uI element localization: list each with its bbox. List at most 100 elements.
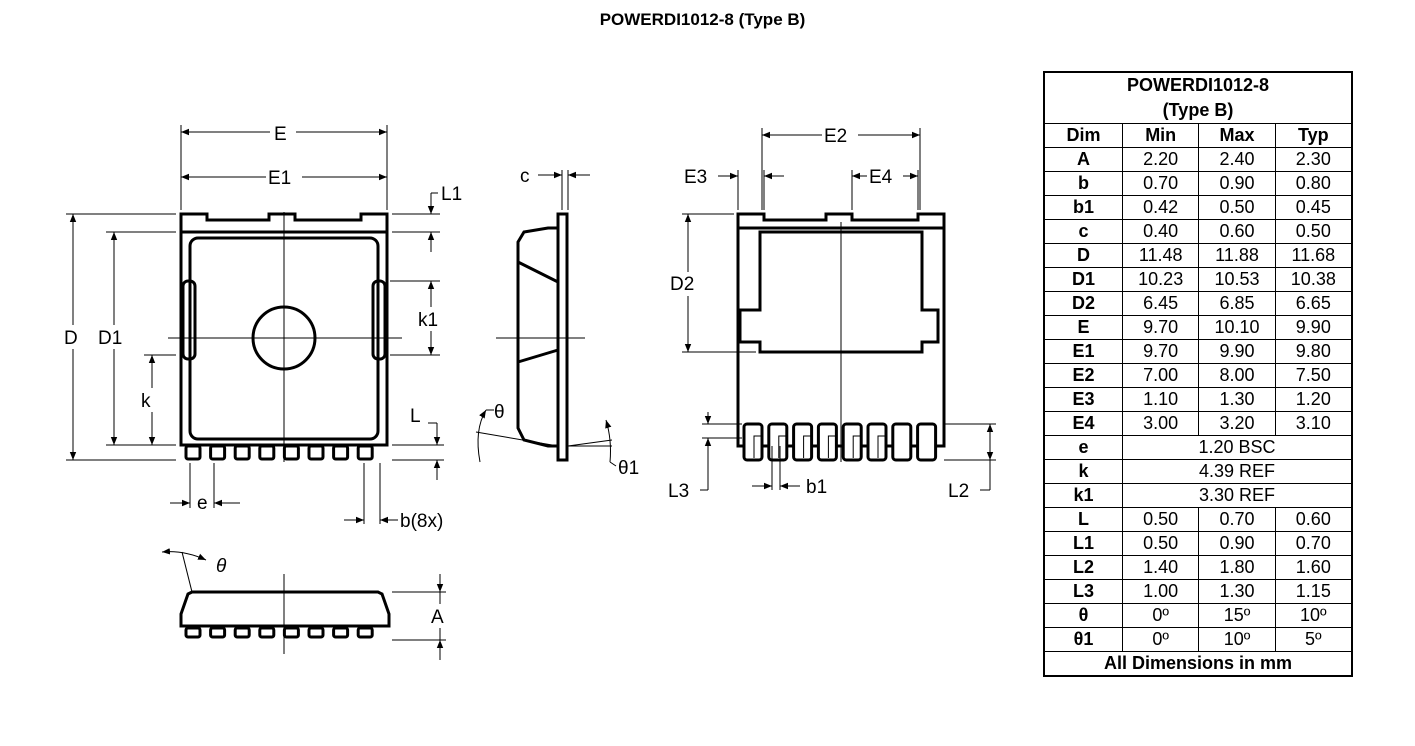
lead [816, 422, 838, 462]
table-cell: 0.70 [1198, 507, 1276, 532]
lead [332, 626, 350, 639]
label-L1: L1 [441, 184, 462, 205]
lead [841, 422, 863, 462]
table-cell: 0.40 [1122, 219, 1200, 244]
table-cell: 2.40 [1198, 147, 1276, 172]
lead [332, 444, 350, 461]
table-cell: 0º [1122, 603, 1200, 628]
table-cell: 0.50 [1122, 531, 1200, 556]
right-slot [371, 279, 387, 361]
lead [282, 626, 300, 639]
label-c: c [520, 166, 530, 187]
label-k: k [141, 391, 151, 412]
table-cell: D [1043, 243, 1124, 268]
table-cell: k1 [1043, 483, 1124, 508]
lead [891, 422, 913, 462]
table-cell: 6.85 [1198, 291, 1276, 316]
table-header-cell: Dim [1043, 123, 1124, 148]
table-cell: 6.45 [1122, 291, 1200, 316]
table-cell: 10º [1198, 627, 1276, 652]
page-title: POWERDI1012-8 (Type B) [599, 10, 806, 29]
front-view-outline [179, 590, 391, 628]
lead-groove [803, 435, 813, 458]
bottom-view-outline [736, 212, 946, 448]
bottom-view: E2 E3 E4 D2 L3 b1 [668, 123, 996, 502]
side-view-outline [516, 212, 569, 462]
top-view: E E1 L1 D D1 k k1 [62, 120, 462, 532]
table-cell: 0.90 [1198, 171, 1276, 196]
table-cell: 9.80 [1274, 339, 1353, 364]
table-cell: 10.10 [1198, 315, 1276, 340]
table-cell: 0.80 [1274, 171, 1353, 196]
top-view-leads [184, 444, 374, 461]
table-cell: 0º [1122, 627, 1200, 652]
table-cell: 1.00 [1122, 579, 1200, 604]
table-cell: θ1 [1043, 627, 1124, 652]
table-cell: D1 [1043, 267, 1124, 292]
table-cell: 0.50 [1198, 195, 1276, 220]
lead [866, 422, 888, 462]
label-D1: D1 [98, 328, 122, 349]
table-title: POWERDI1012-8 (Type B) [1043, 71, 1353, 124]
lead [307, 444, 325, 461]
table-cell: L1 [1043, 531, 1124, 556]
label-L: L [410, 406, 421, 427]
lead [233, 626, 251, 639]
table-cell: 10.53 [1198, 267, 1276, 292]
table-cell: 0.70 [1122, 171, 1200, 196]
label-A: A [431, 607, 444, 628]
label-L3: L3 [668, 481, 689, 502]
table-cell: 2.20 [1122, 147, 1200, 172]
table-cell: L2 [1043, 555, 1124, 580]
table-cell: 11.68 [1274, 243, 1353, 268]
table-cell: 4.39 REF [1122, 459, 1353, 484]
table-cell: 0.70 [1274, 531, 1353, 556]
label-L2: L2 [948, 481, 969, 502]
table-cell: 1.30 [1198, 387, 1276, 412]
lead-groove [877, 435, 887, 458]
table-cell: c [1043, 219, 1124, 244]
table-header-cell: Typ [1274, 123, 1353, 148]
top-view-outline [179, 212, 389, 447]
table-cell: E2 [1043, 363, 1124, 388]
label-b-8x: b(8x) [400, 511, 443, 532]
label-D: D [64, 328, 78, 349]
lead [307, 626, 325, 639]
table-cell: 0.90 [1198, 531, 1276, 556]
table-cell: 11.88 [1198, 243, 1276, 268]
lead [792, 422, 814, 462]
label-D2: D2 [670, 274, 694, 295]
label-E4: E4 [869, 167, 893, 188]
label-e: e [197, 493, 208, 514]
table-cell: 1.60 [1274, 555, 1353, 580]
table-cell: 10.23 [1122, 267, 1200, 292]
package-drawing: E E1 L1 D D1 k k1 [62, 120, 996, 660]
exposed-pad [738, 230, 940, 354]
table-cell: 3.30 REF [1122, 483, 1353, 508]
table-title-line1: POWERDI1012-8 [1126, 75, 1270, 95]
table-cell: 0.45 [1274, 195, 1353, 220]
lead-groove [827, 435, 837, 458]
lead [184, 444, 202, 461]
table-cell: θ [1043, 603, 1124, 628]
label-E2: E2 [824, 126, 847, 147]
table-cell: 1.20 BSC [1122, 435, 1353, 460]
dimensions-table: POWERDI1012-8 (Type B) Dim Min Max Typ A… [1043, 71, 1353, 677]
